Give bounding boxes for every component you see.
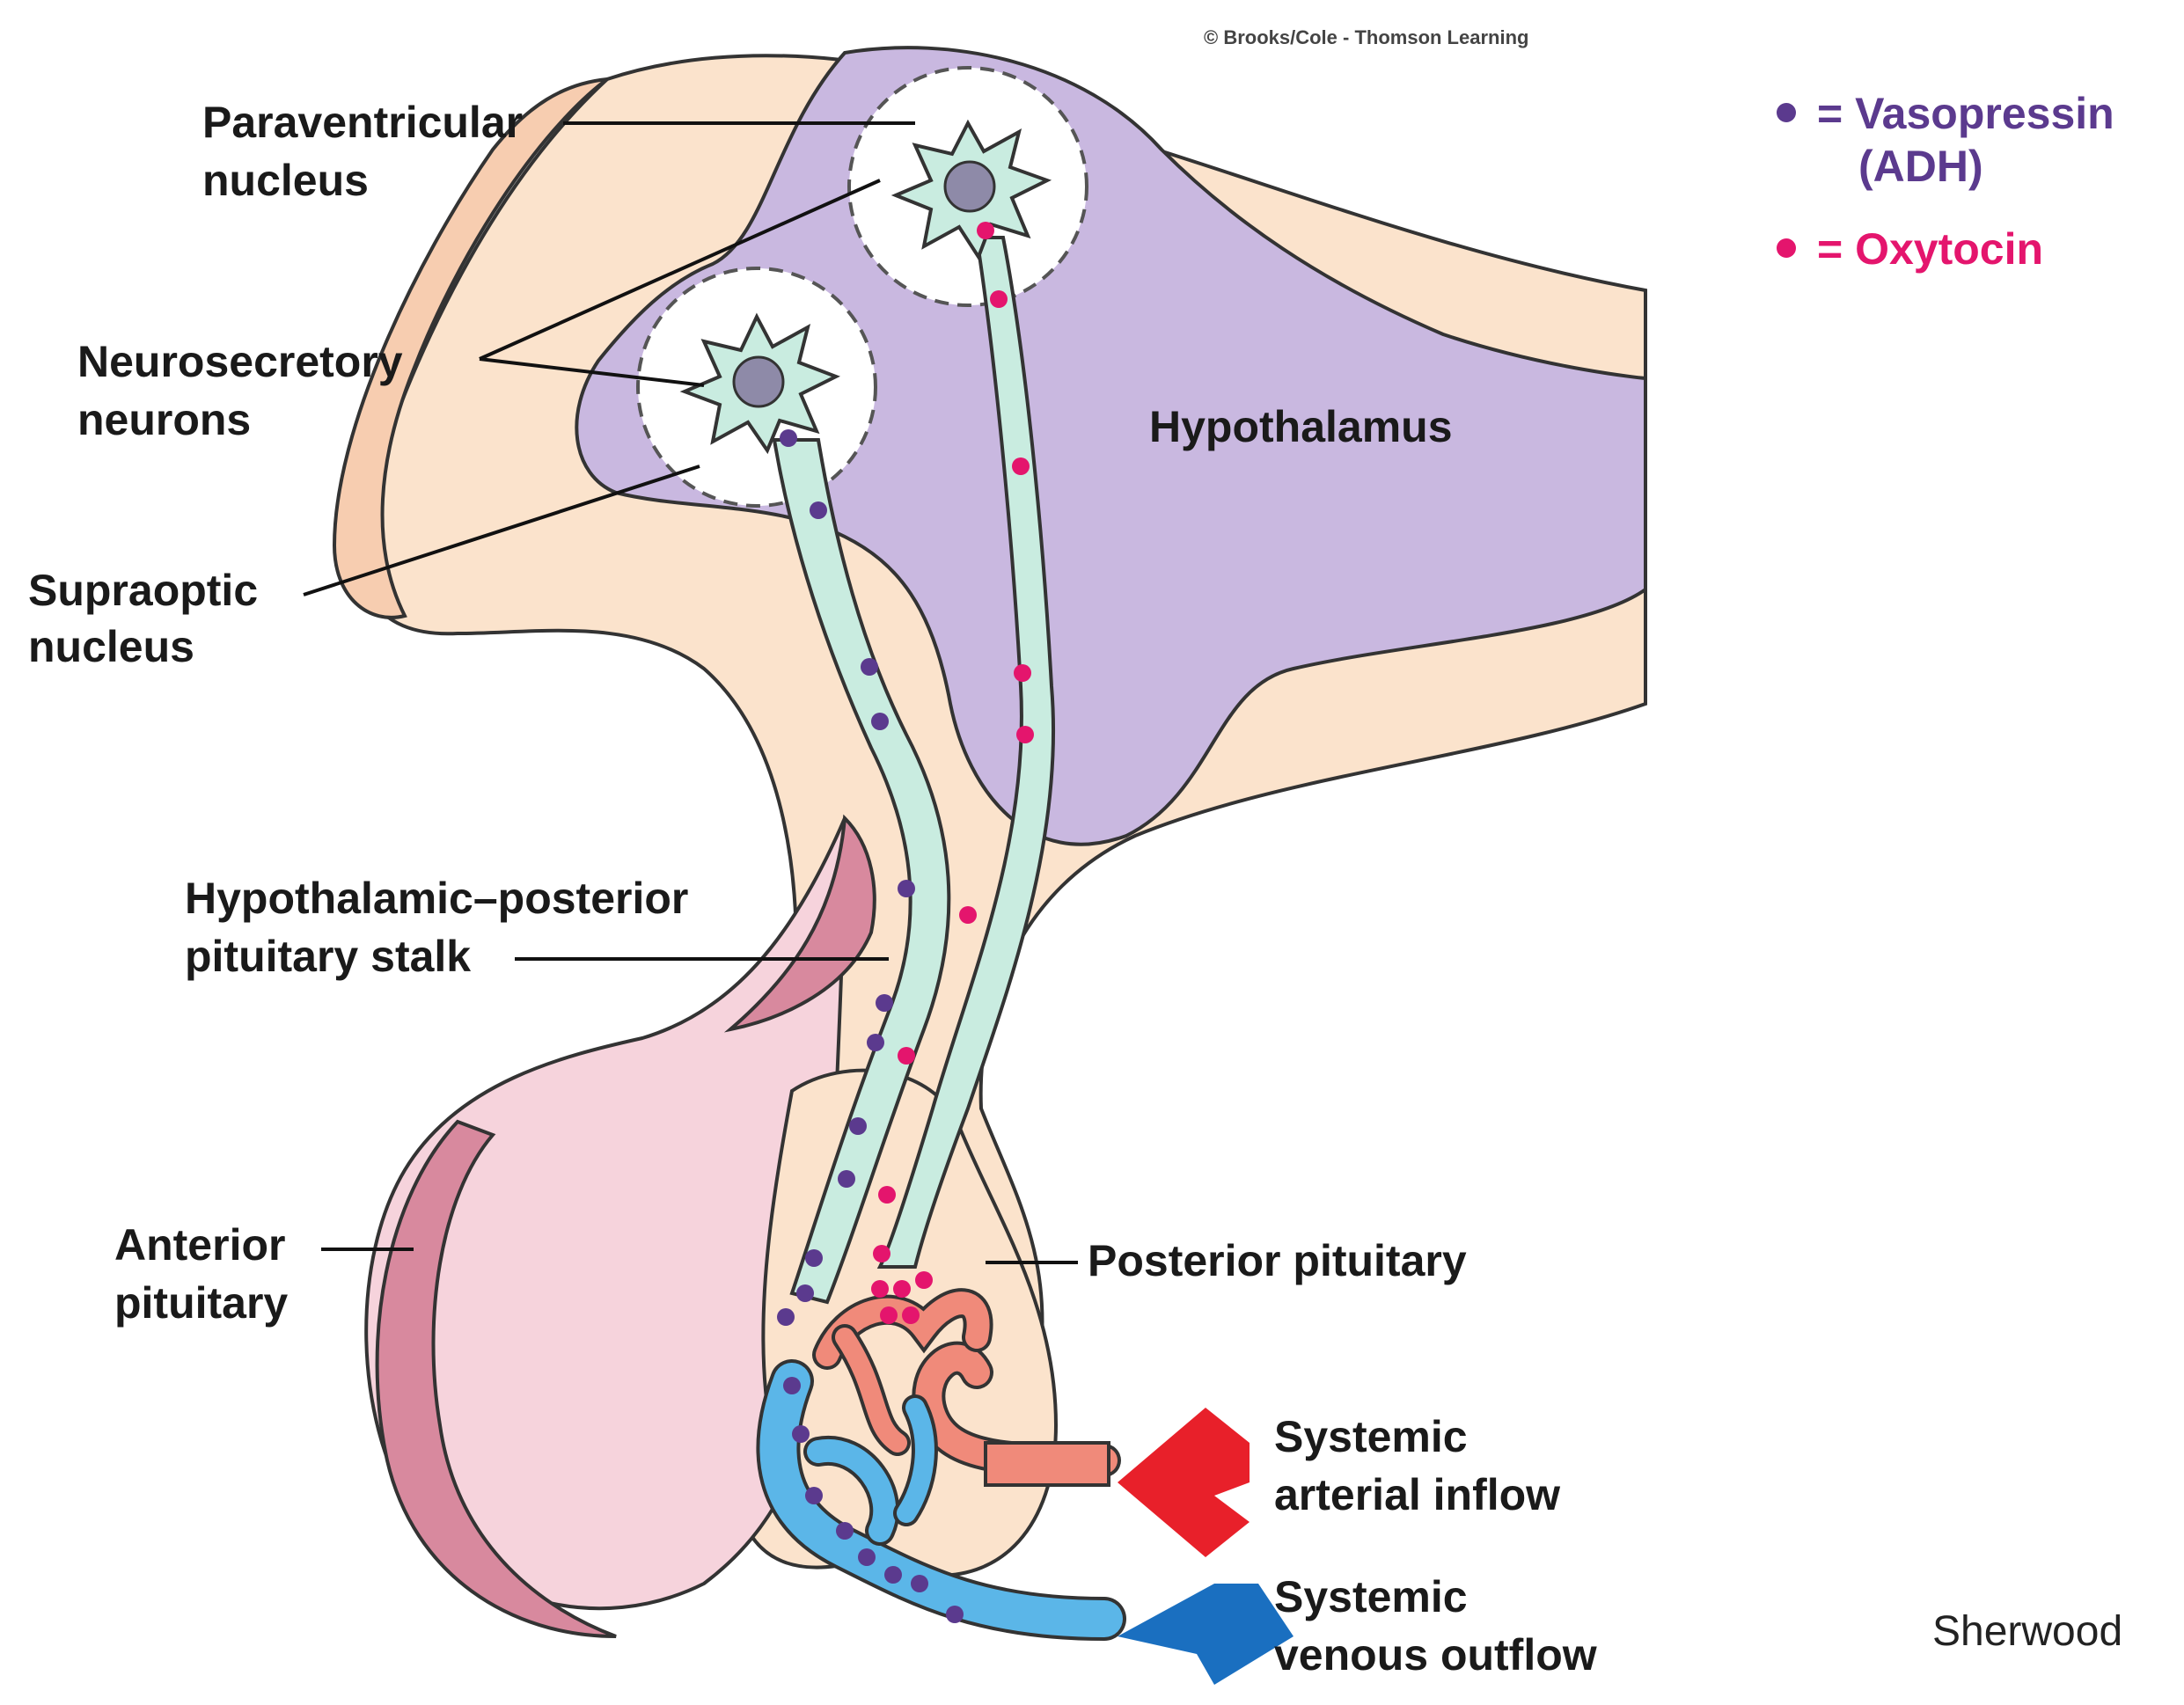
anterior-label-1: Anterior [114, 1220, 285, 1270]
legend: = Vasopressin (ADH) = Oxytocin [1777, 89, 2114, 274]
vasopressin-granule [876, 994, 893, 1012]
vasopressin-granule [898, 880, 915, 897]
hormone-granules [777, 222, 1034, 1623]
svg-text:arterial inflow: arterial inflow [1274, 1470, 1560, 1519]
vasopressin-granule [911, 1575, 928, 1592]
vasopressin-granule [796, 1284, 814, 1302]
oxytocin-granule [990, 290, 1008, 308]
vasopressin-granule [849, 1117, 867, 1135]
svg-text:Neurosecretory: Neurosecretory [77, 337, 403, 386]
anterior-label-2: pituitary [114, 1278, 288, 1328]
arterial-inflow-arrow [1118, 1408, 1250, 1557]
anterior-pituitary-rim [375, 1119, 617, 1638]
vasopressin-granule [810, 501, 827, 519]
vasopressin-granule [792, 1425, 810, 1443]
hypothalamus-region [575, 46, 1647, 846]
vasopressin-legend-abbrev: (ADH) [1858, 142, 1983, 191]
svg-text:pituitary: pituitary [114, 1278, 288, 1328]
svg-text:Paraventricular: Paraventricular [202, 98, 523, 147]
vasopressin-granule [805, 1487, 823, 1504]
vasopressin-granule [858, 1548, 876, 1566]
outer-sliver [332, 77, 613, 619]
svg-text:© Brooks/Cole - Thomson Learni: © Brooks/Cole - Thomson Learning [1204, 26, 1528, 48]
vasopressin-granule [838, 1170, 855, 1188]
venous-label-1: Systemic [1274, 1572, 1468, 1621]
oxytocin-granule [878, 1186, 896, 1204]
vasopressin-granule [871, 713, 889, 730]
oxytocin-granule [893, 1280, 911, 1298]
oxytocin-granule [915, 1271, 933, 1289]
svg-text:Anterior: Anterior [114, 1220, 285, 1270]
neurosecretory-label-1: Neurosecretory [77, 337, 403, 386]
anterior-pituitary-rim-top [723, 814, 876, 1033]
vasopressin-granule [946, 1606, 964, 1623]
vasopressin-granule [836, 1522, 854, 1540]
posterior-label: Posterior pituitary [1088, 1236, 1467, 1285]
oxytocin-granule [902, 1306, 920, 1324]
arterial-label-2: arterial inflow [1274, 1470, 1560, 1519]
author-signature: Sherwood [1932, 1608, 2122, 1655]
supraoptic-label-1: Supraoptic [28, 566, 258, 615]
oxytocin-legend-label: = Oxytocin [1817, 224, 2043, 274]
svg-text:Sherwood: Sherwood [1932, 1608, 2122, 1655]
copyright-credit: © Brooks/Cole - Thomson Learning [1204, 26, 1528, 48]
svg-text:venous outflow: venous outflow [1274, 1630, 1597, 1679]
svg-text:nucleus: nucleus [202, 156, 369, 205]
vasopressin-legend-label: = Vasopressin [1817, 89, 2114, 138]
svg-text:Hypothalamus: Hypothalamus [1149, 402, 1453, 451]
stalk-label-2: pituitary stalk [185, 932, 471, 981]
leader-lines [303, 121, 1078, 1264]
hypothalamus-label: Hypothalamus [1149, 402, 1453, 451]
svg-text:nucleus: nucleus [28, 622, 194, 671]
oxytocin-granule [977, 222, 994, 239]
svg-text:Hypothalamic–posterior: Hypothalamic–posterior [185, 874, 688, 923]
vasopressin-granule [861, 658, 878, 676]
arterial-label-1: Systemic [1274, 1412, 1468, 1461]
oxytocin-granule [1016, 726, 1034, 743]
oxytocin-granule [880, 1306, 898, 1324]
oxytocin-legend-dot [1777, 238, 1796, 258]
svg-text:Systemic: Systemic [1274, 1412, 1468, 1461]
oxytocin-granule [898, 1047, 915, 1065]
oxytocin-granule [959, 906, 977, 924]
venous-outflow-arrow [1118, 1584, 1294, 1685]
svg-text:(ADH): (ADH) [1858, 142, 1983, 191]
svg-text:= Vasopressin: = Vasopressin [1817, 89, 2114, 138]
svg-text:Supraoptic: Supraoptic [28, 566, 258, 615]
vasopressin-granule [805, 1249, 823, 1267]
paraventricular-label-1: Paraventricular [202, 98, 523, 147]
venous-label-2: venous outflow [1274, 1630, 1597, 1679]
oxytocin-granule [871, 1280, 889, 1298]
artery-inlet [984, 1441, 1110, 1487]
paraventricular-neuron-nucleus [943, 160, 996, 213]
svg-text:Posterior pituitary: Posterior pituitary [1088, 1236, 1467, 1285]
venous-plexus [756, 1359, 1126, 1641]
vasopressin-granule [783, 1377, 801, 1394]
neurosecretory-label-2: neurons [77, 395, 251, 444]
oxytocin-granule [1012, 457, 1030, 475]
vasopressin-granule [780, 429, 797, 447]
vasopressin-granule [884, 1566, 902, 1584]
vasopressin-legend-dot [1777, 103, 1796, 122]
vasopressin-granule [867, 1034, 884, 1051]
svg-text:= Oxytocin: = Oxytocin [1817, 224, 2043, 274]
oxytocin-granule [1014, 664, 1031, 682]
svg-text:neurons: neurons [77, 395, 251, 444]
supraoptic-neuron-nucleus [732, 355, 785, 408]
svg-text:Systemic: Systemic [1274, 1572, 1468, 1621]
stalk-label-1: Hypothalamic–posterior [185, 874, 688, 923]
vasopressin-granule [777, 1308, 795, 1326]
svg-text:pituitary stalk: pituitary stalk [185, 932, 471, 981]
paraventricular-label-2: nucleus [202, 156, 369, 205]
oxytocin-granule [873, 1245, 890, 1262]
paraventricular-axon [876, 236, 1056, 1269]
supraoptic-label-2: nucleus [28, 622, 194, 671]
